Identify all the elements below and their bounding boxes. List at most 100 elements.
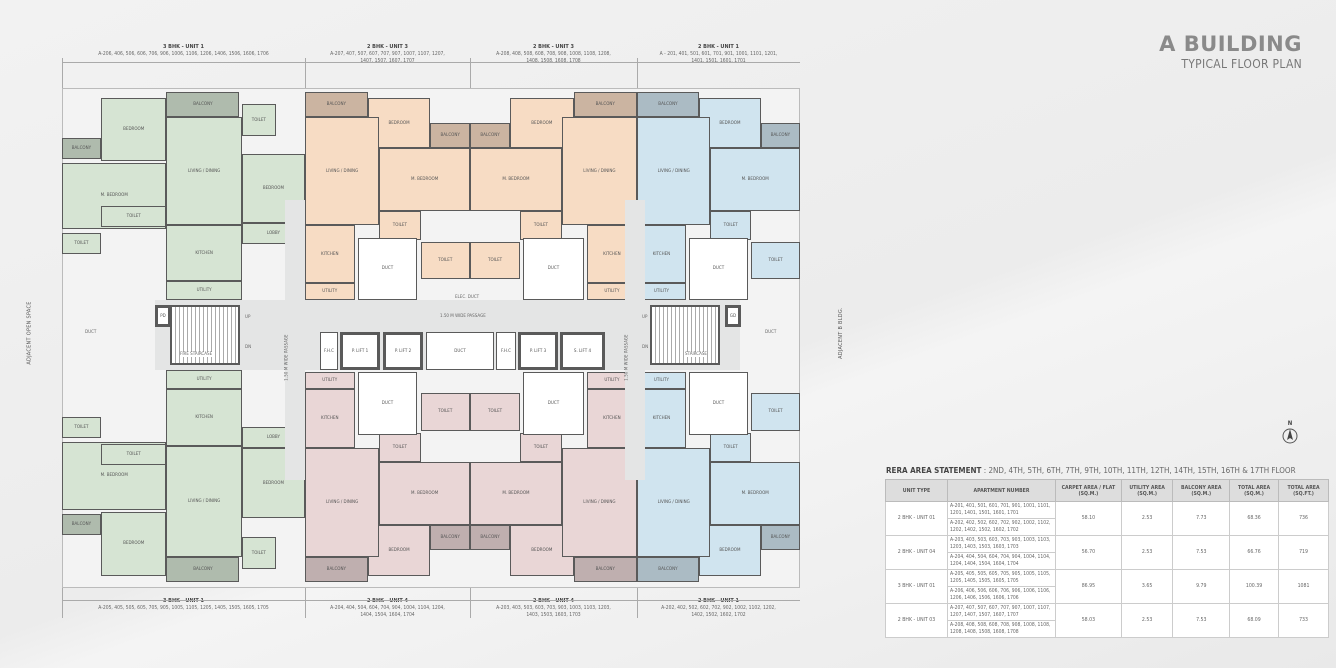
- room-label: LIVING / DINING: [326, 168, 359, 174]
- room-toilet: TOILET: [470, 241, 521, 280]
- room-label: TOILET: [392, 222, 407, 228]
- duct: DUCT: [523, 372, 584, 435]
- lift-6: S. LIFT 4: [560, 332, 605, 370]
- plan-subtitle: TYPICAL FLOOR PLAN: [1181, 57, 1302, 71]
- total-sqft-cell: 1081: [1278, 569, 1329, 604]
- apartment-cell: A-203, 403, 503, 603, 703, 903, 1003, 11…: [947, 535, 1056, 553]
- room-label: LIVING / DINING: [188, 498, 221, 504]
- stair-dn-label: DN: [245, 345, 252, 350]
- total-sqft-cell: 736: [1278, 501, 1329, 536]
- room-toilet: TOILET: [520, 210, 562, 240]
- room-utility: UTILITY: [305, 372, 355, 389]
- room-label: TOILET: [533, 445, 549, 451]
- unit-type-cell: 2 BHK - UNIT 04: [885, 535, 948, 570]
- lift-label: DUCT: [454, 348, 466, 354]
- unit-apartments: A-203, 403, 503, 603, 703, 903, 1003, 11…: [496, 605, 611, 618]
- room-toilet: TOILET: [241, 104, 276, 136]
- room-utility: UTILITY: [166, 281, 242, 300]
- utility-cell: 2.53: [1120, 603, 1174, 638]
- room-toilet: TOILET: [100, 206, 167, 228]
- room-balcony: BALCONY: [760, 123, 800, 149]
- room-label: KITCHEN: [320, 415, 339, 421]
- room-toilet: TOILET: [710, 210, 752, 240]
- room-toilet: TOILET: [420, 241, 470, 280]
- unit-apartments: A-208, 408, 508, 608, 708, 908, 1008, 11…: [496, 51, 611, 64]
- room-toilet: TOILET: [241, 537, 276, 570]
- passage-label: 1.50 M WIDE PASSAGE: [623, 334, 629, 381]
- room-balcony: BALCONY: [430, 123, 470, 149]
- unit-type-cell: 3 BHK - UNIT 01: [885, 569, 948, 604]
- apartment-cell: A-205, 405, 505, 605, 705, 905, 1005, 11…: [947, 569, 1056, 587]
- room-toilet: TOILET: [751, 393, 800, 431]
- room-label: BEDROOM: [388, 120, 410, 126]
- room-utility: UTILITY: [637, 283, 686, 300]
- room-living: LIVING / DINING: [561, 447, 637, 557]
- unit-title: 2 BHK - UNIT 1: [698, 598, 739, 604]
- room-m-bedroom: M. BEDROOM: [379, 462, 470, 526]
- room-label: TOILET: [723, 222, 738, 228]
- room-toilet: TOILET: [470, 393, 521, 431]
- room-toilet: TOILET: [379, 432, 421, 463]
- unit-apartments: A-206, 406, 506, 606, 706, 906, 1006, 11…: [98, 51, 269, 57]
- dimension-line: [637, 58, 638, 88]
- room-balcony: BALCONY: [430, 525, 470, 551]
- room-label: M. BEDROOM: [100, 473, 128, 479]
- apartment-cell: A-202, 402, 502, 602, 702, 902, 1002, 11…: [947, 518, 1056, 536]
- dimension-line: [62, 62, 800, 63]
- side-label-left: ADJACENT OPEN SPACE: [26, 301, 33, 365]
- room-label: BALCONY: [326, 101, 346, 107]
- room-label: DUCT: [712, 401, 725, 406]
- apartment-cell: A-207, 407, 507, 607, 707, 907, 1007, 11…: [947, 603, 1056, 621]
- room-label: LOBBY: [266, 230, 280, 236]
- dimension-line: [637, 588, 638, 618]
- room-toilet: TOILET: [751, 241, 800, 280]
- column-header: BALCONY AREA (SQ.M.): [1172, 479, 1231, 502]
- room-label: BALCONY: [71, 522, 92, 528]
- room-label: M. BEDROOM: [411, 491, 439, 497]
- utility-cell: 2.53: [1120, 501, 1174, 536]
- room-label: TOILET: [251, 117, 266, 123]
- rera-heading: RERA AREA STATEMENT: [886, 466, 982, 475]
- room-label: BEDROOM: [262, 480, 284, 486]
- room-label: BALCONY: [480, 535, 500, 541]
- room-label: TOILET: [768, 409, 783, 415]
- room-m-bedroom: M. BEDROOM: [710, 462, 800, 526]
- balcony-cell: 7.73: [1172, 501, 1231, 536]
- room-label: TOILET: [251, 550, 266, 556]
- room-label: TOILET: [723, 445, 738, 451]
- room-label: TOILET: [438, 409, 453, 415]
- stair-up-label: UP: [245, 315, 251, 320]
- room-kitchen: KITCHEN: [637, 388, 686, 448]
- room-label: TOILET: [126, 214, 141, 220]
- room-label: M. BEDROOM: [741, 176, 769, 182]
- column-header: CARPET AREA / FLAT (SQ.M.): [1055, 479, 1122, 502]
- room-label: LIVING / DINING: [583, 499, 616, 505]
- stair-up-label: UP: [642, 315, 648, 320]
- total-sqft-cell: 733: [1278, 603, 1329, 638]
- staircase-label: STAIRCASE: [685, 352, 707, 357]
- room-label: KITCHEN: [195, 415, 213, 421]
- room-label: DUCT: [547, 266, 560, 272]
- room-kitchen: KITCHEN: [166, 389, 242, 447]
- balcony-cell: 9.79: [1172, 569, 1231, 604]
- unit-title: 2 BHK - UNIT 4: [533, 598, 574, 604]
- rera-title: RERA AREA STATEMENT : 2ND, 4TH, 5TH, 6TH…: [886, 466, 1296, 475]
- unit-title: 2 BHK - UNIT 3: [367, 44, 408, 50]
- room-label: BEDROOM: [388, 547, 410, 553]
- column-header: UNIT TYPE: [885, 479, 948, 502]
- room-label: BEDROOM: [531, 547, 553, 553]
- room-label: LIVING / DINING: [657, 499, 690, 505]
- floor-plan: BALCONY BEDROOM BALCONY M. BEDROOM LIVING / …: [62, 88, 800, 588]
- unit-title: 2 BHK - UNIT 1: [698, 44, 739, 50]
- room-kitchen: KITCHEN: [166, 225, 242, 282]
- lift-label: S. LIFT 4: [573, 348, 592, 354]
- room-label: M. BEDROOM: [502, 491, 530, 497]
- room-balcony: BALCONY: [637, 556, 699, 582]
